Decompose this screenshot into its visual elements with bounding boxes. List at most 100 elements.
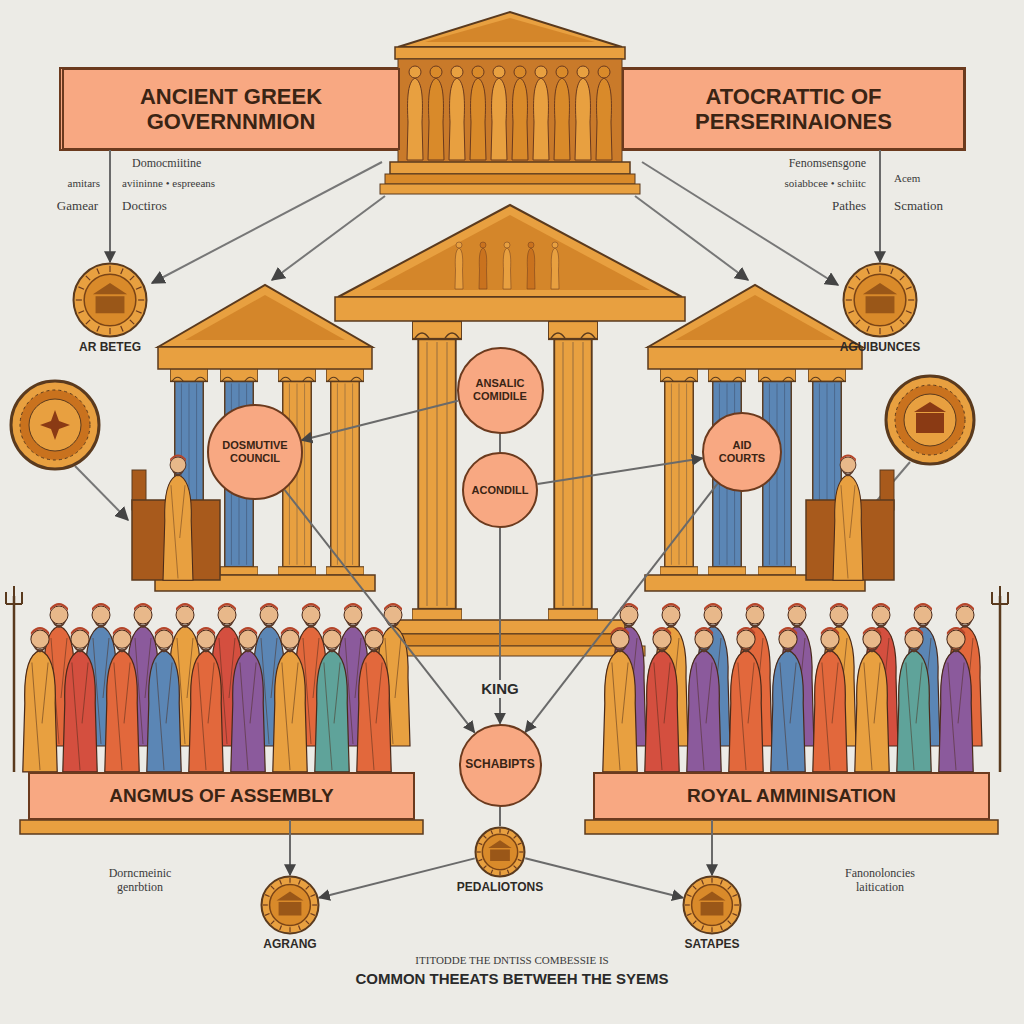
connector xyxy=(499,807,501,827)
top-temple xyxy=(398,59,622,163)
note-label: Fanonoloncies laitication xyxy=(820,866,940,895)
coin-rim xyxy=(684,877,741,934)
coin-tick xyxy=(298,880,300,884)
ornate-medallion xyxy=(886,376,974,464)
coin-tick xyxy=(891,326,893,332)
top-temple xyxy=(554,66,570,160)
coin-tick xyxy=(265,913,269,915)
top-temple xyxy=(533,66,549,160)
coin-emblem xyxy=(842,262,918,338)
right-crowd xyxy=(771,627,805,772)
right-crowd xyxy=(897,627,931,772)
coin-tick xyxy=(478,843,482,845)
right-crowd xyxy=(939,627,973,772)
left-temple xyxy=(326,369,364,575)
connector xyxy=(289,820,291,875)
coin-tick xyxy=(491,830,493,834)
coin-tick xyxy=(138,299,144,300)
coin-node: AGUIBUNCES xyxy=(840,262,921,355)
node-text: SCHABIPTS xyxy=(465,758,534,772)
coin-node: AGRANG xyxy=(260,875,320,952)
coin-tick xyxy=(856,276,860,280)
coin-tick xyxy=(280,880,282,884)
right-crowd xyxy=(999,596,1002,772)
coin-tick xyxy=(848,287,854,289)
coin-tick xyxy=(848,311,854,313)
guide-line xyxy=(635,196,748,280)
right-crowd xyxy=(992,586,1008,604)
left-crowd xyxy=(105,627,139,772)
coin-tick xyxy=(733,895,737,897)
coin-tick xyxy=(483,866,486,869)
note-label: Gamear xyxy=(57,198,98,214)
coin-tick xyxy=(306,921,309,924)
coin-tick xyxy=(720,926,722,930)
coin-tick xyxy=(900,320,904,324)
plinth-box: ROYAL AMMINISATION xyxy=(593,772,990,820)
circle-node: ANSALIC COMIDILE xyxy=(457,347,544,434)
coin-tick xyxy=(720,880,722,884)
right-crowd xyxy=(603,627,637,772)
coin-tick xyxy=(507,830,509,834)
coin-tick xyxy=(130,276,134,280)
note-label: Scmation xyxy=(894,198,943,214)
coin-tick xyxy=(507,870,509,874)
ornate-medallion xyxy=(904,394,956,446)
plinth-box: ANGMUS OF ASSEMBLY xyxy=(28,772,415,820)
note-label: aviininne • espreeans xyxy=(122,177,215,190)
coin-emblem xyxy=(682,875,742,935)
node-text: ATOCRATTIC OF PERSERINAIONES xyxy=(644,84,944,135)
connector xyxy=(879,150,881,262)
coin-tick xyxy=(298,926,300,930)
guide-line xyxy=(75,466,128,520)
coin-tick xyxy=(477,851,481,852)
top-temple xyxy=(380,12,640,194)
note-label: Pathes xyxy=(832,198,866,214)
coin-tick xyxy=(121,268,123,274)
left-temple xyxy=(185,295,345,340)
coin-emblem xyxy=(474,826,526,878)
coin-tick xyxy=(263,904,268,905)
coin-tick xyxy=(518,859,522,861)
node-text: ANCIENT GREEK GOVERNNMION xyxy=(81,84,381,135)
top-temple xyxy=(470,66,486,160)
coin-tick xyxy=(711,927,712,932)
note-label: ITITODDE THE DNTISS COMBESSIE IS xyxy=(415,954,608,967)
center-temple xyxy=(503,242,511,289)
center-temple xyxy=(335,297,685,321)
circle-node: SCHABIPTS xyxy=(459,724,542,807)
center-temple xyxy=(412,321,462,621)
top-temple xyxy=(449,66,465,160)
coin-tick xyxy=(867,268,869,274)
coin-rim xyxy=(843,264,916,337)
center-temple xyxy=(479,242,487,289)
right-crowd xyxy=(645,627,679,772)
connector xyxy=(499,434,501,453)
coin-tick xyxy=(908,299,914,300)
coin-tick xyxy=(478,859,482,861)
coin-emblem xyxy=(72,262,148,338)
coin-motif xyxy=(488,840,511,861)
node-text: ACONDILL xyxy=(472,484,529,497)
ornate-medallion xyxy=(20,390,90,460)
top-temple xyxy=(398,12,622,47)
note-label: Domocmiitine xyxy=(132,156,201,170)
coin-tick xyxy=(86,320,90,324)
top-temple xyxy=(407,66,423,160)
top-temple xyxy=(425,18,595,42)
ornate-medallion xyxy=(914,402,946,433)
coin-tick xyxy=(136,311,142,313)
note-label: Acem xyxy=(894,172,920,185)
coin-tick xyxy=(130,320,134,324)
right-crowd xyxy=(813,627,847,772)
coin-face xyxy=(84,274,136,326)
coin-tick xyxy=(109,266,110,272)
right-temple xyxy=(675,295,835,340)
coin-tick xyxy=(86,276,90,280)
coin-tick xyxy=(312,904,317,905)
top-temple xyxy=(385,174,635,184)
coin-tick xyxy=(499,871,500,875)
connector xyxy=(285,490,475,733)
coin-face xyxy=(692,885,733,926)
center-temple xyxy=(455,242,463,289)
